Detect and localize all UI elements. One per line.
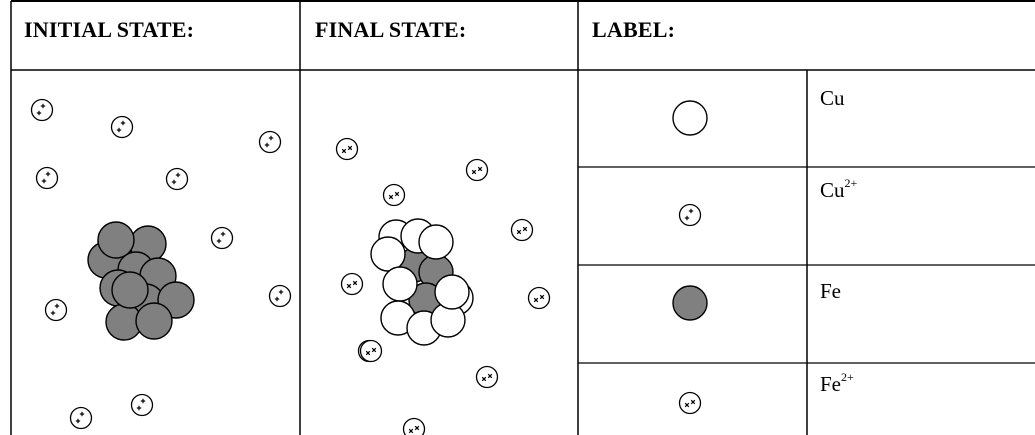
fe2-ion-icon [402,417,426,435]
legend-label-fe2: Fe2+ [820,370,854,396]
fe-atom-icon [111,271,149,309]
legend-label-cu: Cu [820,86,845,110]
header-initial-state: INITIAL STATE: [24,17,195,42]
cu2-ion-icon [30,98,54,122]
fe2-ion-icon [527,286,551,310]
cu2-ion-icon [210,226,234,250]
cu2-ion-icon [678,203,702,227]
cu2-ion-icon [130,393,154,417]
cu-atom-icon [382,266,418,302]
fe2-ion-icon [510,218,534,242]
fe2-ion-icon [359,339,383,363]
fe2-ion-icon [678,391,702,415]
cu2-ion-icon [110,115,134,139]
cu2-ion-icon [258,130,282,154]
legend-label-cu2: Cu2+ [820,176,858,202]
cu-atom-icon [370,236,406,272]
fe2-ion-icon [475,365,499,389]
cu2-ion-icon [44,298,68,322]
fe-atom-icon [672,285,708,321]
cu2-ion-icon [35,166,59,190]
fe2-ion-icon [340,272,364,296]
fe2-ion-icon [335,137,359,161]
fe2-ion-icon [382,183,406,207]
cu2-ion-icon [165,167,189,191]
cu2-ion-icon [69,406,93,430]
header-label: LABEL: [592,17,676,42]
fe-atom-icon [97,221,135,259]
cu-atom-icon [418,224,454,260]
legend-label-fe: Fe [820,279,841,303]
cu-atom-icon [672,100,708,136]
fe-atom-icon [135,302,173,340]
header-final-state: FINAL STATE: [315,17,467,42]
cu2-ion-icon [268,284,292,308]
cu-atom-icon [434,274,470,310]
fe2-ion-icon [465,158,489,182]
